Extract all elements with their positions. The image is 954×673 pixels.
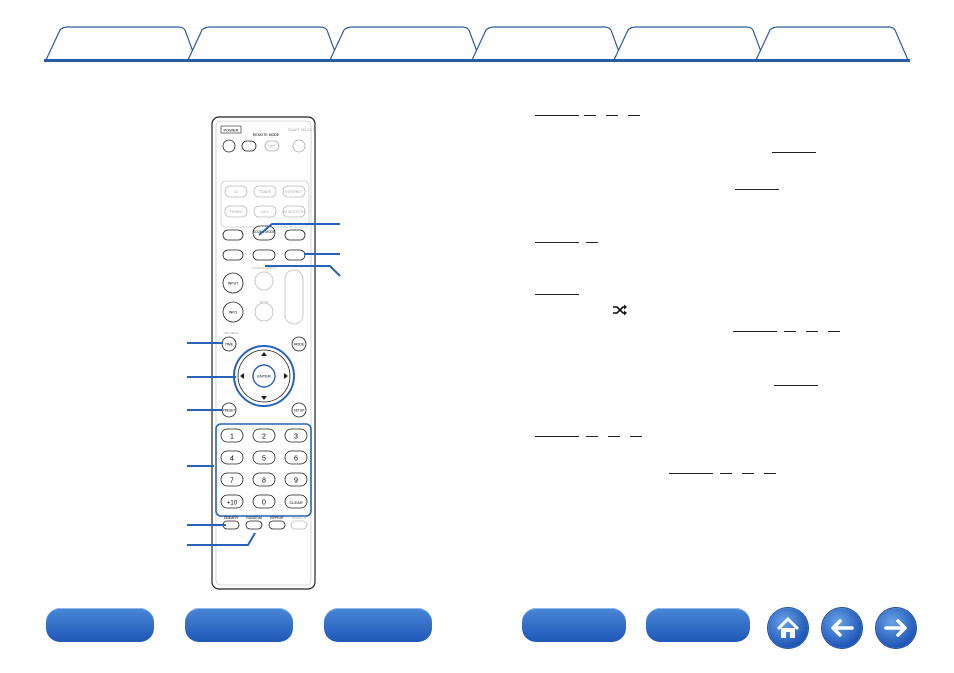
bottom-nav-button-2[interactable] <box>185 608 293 642</box>
nav-tab-2 <box>187 26 339 61</box>
svg-text:PHONO: PHONO <box>230 210 243 214</box>
svg-text:ENTER: ENTER <box>257 374 271 379</box>
svg-text:0: 0 <box>262 500 266 507</box>
nav-tab-3 <box>329 26 481 61</box>
smart-select-label: SMART SELECT <box>288 128 316 132</box>
svg-text:8: 8 <box>262 478 266 485</box>
svg-text:SOURCE DIRECT: SOURCE DIRECT <box>252 266 277 270</box>
svg-text:INFO: INFO <box>229 311 238 315</box>
svg-text:TUNER: TUNER <box>259 190 272 194</box>
forward-button[interactable] <box>876 608 916 648</box>
svg-text:4: 4 <box>230 456 234 463</box>
nav-tab-6 <box>755 26 909 61</box>
svg-text:TIME: TIME <box>225 343 234 347</box>
svg-text:BLUETOOTH: BLUETOOTH <box>283 210 305 214</box>
bottom-nav-button-3[interactable] <box>324 608 432 642</box>
svg-text:AUX: AUX <box>261 210 269 214</box>
top-nav <box>0 0 954 66</box>
bottom-nav-button-5[interactable] <box>646 608 750 642</box>
svg-text:3: 3 <box>294 434 298 441</box>
svg-text:SEARCH: SEARCH <box>292 516 307 520</box>
svg-text:5: 5 <box>262 456 266 463</box>
svg-text:9: 9 <box>294 478 298 485</box>
remote-control-illustration: POWER REMOTE MODE SMART SELECT NET CD TU… <box>211 116 316 590</box>
svg-text:REPEAT: REPEAT <box>270 516 285 520</box>
svg-text:INTERNET: INTERNET <box>285 190 303 194</box>
nav-tab-1 <box>45 26 197 61</box>
bottom-nav-button-4[interactable] <box>522 608 626 642</box>
svg-text:2: 2 <box>262 434 266 441</box>
shuffle-icon <box>613 304 627 316</box>
svg-text:6: 6 <box>294 456 298 463</box>
svg-text:DIMMER: DIMMER <box>224 516 239 520</box>
svg-text:NET: NET <box>269 145 277 149</box>
svg-text:RANDOM: RANDOM <box>246 516 262 520</box>
header-rule <box>44 59 910 62</box>
home-icon <box>776 617 800 638</box>
nav-tab-5 <box>613 26 765 61</box>
remote-mode-label: REMOTE MODE <box>253 133 280 137</box>
home-button[interactable] <box>768 608 808 648</box>
svg-text:SETUP: SETUP <box>294 409 305 413</box>
svg-text:INPUT: INPUT <box>228 282 239 286</box>
forward-arrow-icon <box>884 619 907 637</box>
svg-text:7: 7 <box>230 478 234 485</box>
svg-text:MODE: MODE <box>294 343 305 347</box>
svg-text:PRESET: PRESET <box>223 409 236 413</box>
top-tabs-graphic <box>45 26 909 61</box>
svg-text:1: 1 <box>230 434 234 441</box>
back-arrow-icon <box>831 619 854 637</box>
svg-text:+10: +10 <box>227 501 238 507</box>
svg-text:CD: CD <box>233 190 239 194</box>
svg-text:MUTE: MUTE <box>260 300 269 304</box>
back-button[interactable] <box>822 608 862 648</box>
power-label: POWER <box>223 128 238 133</box>
bottom-nav-button-1[interactable] <box>46 608 154 642</box>
svg-text:TOP MENU: TOP MENU <box>223 331 239 335</box>
nav-tab-4 <box>471 26 623 61</box>
svg-text:CLEAR: CLEAR <box>289 500 302 505</box>
